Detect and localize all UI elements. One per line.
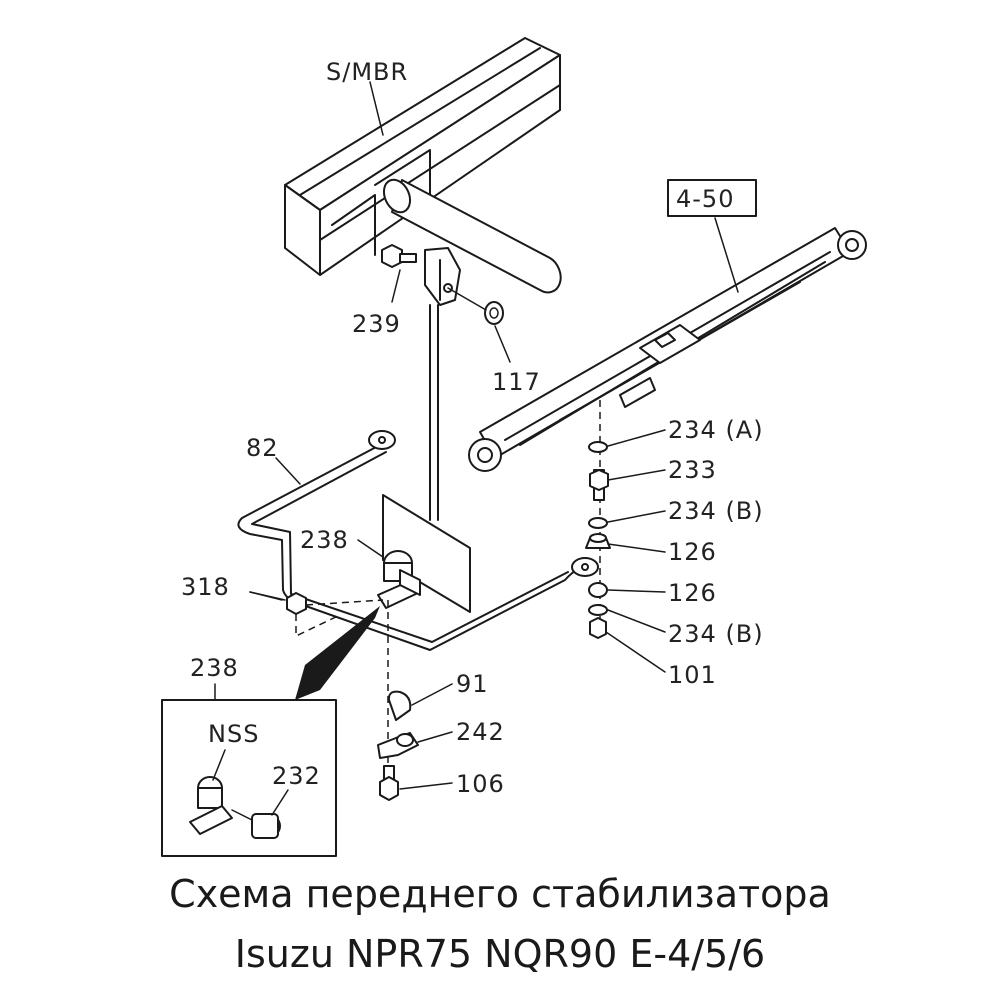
frame-bracket: [424, 247, 461, 306]
bolt-233: [589, 469, 609, 501]
caption-model: Isuzu NPR75 NQR90 E-4/5/6: [234, 932, 766, 976]
label-238-inset: 238: [190, 654, 239, 682]
label-82: 82: [246, 434, 279, 462]
label-4-50: 4-50: [676, 185, 734, 213]
label-nss: NSS: [208, 720, 259, 748]
bushing-126-lower: [588, 582, 608, 598]
label-91: 91: [456, 670, 489, 698]
ref-box-4-50: [667, 179, 757, 217]
caption-title: Схема переднего стабилизатора: [169, 872, 831, 916]
bolt-106: [379, 765, 399, 801]
label-s-mbr: S/MBR: [326, 58, 408, 86]
nut-101: [589, 617, 607, 639]
clamp-242: [377, 732, 419, 759]
washer-234b-lower: [588, 604, 608, 616]
clip-91: [387, 690, 412, 721]
label-318: 318: [181, 573, 230, 601]
nut-318: [286, 592, 307, 615]
stabilizer-link-rod: [429, 304, 439, 521]
bolt-239: [381, 244, 417, 268]
bushing-126-upper: [585, 533, 611, 549]
inset-bushing-232: [251, 813, 281, 839]
label-232: 232: [272, 762, 321, 790]
mounting-plate: [382, 494, 471, 613]
label-239: 239: [352, 310, 401, 338]
nut-117: [484, 301, 504, 325]
detail-inset-box: [161, 699, 337, 857]
cross-tube: [382, 178, 562, 294]
washer-234b-upper: [588, 517, 608, 529]
label-234b-lower: 234 (B): [668, 620, 764, 648]
label-234b-upper: 234 (B): [668, 497, 764, 525]
leaf-spring: [468, 227, 867, 472]
label-126-upper: 126: [668, 538, 717, 566]
washer-234a: [588, 441, 608, 453]
label-233: 233: [668, 456, 717, 484]
label-234a: 234 (A): [668, 416, 764, 444]
label-126-lower: 126: [668, 579, 717, 607]
label-117: 117: [492, 368, 541, 396]
label-101: 101: [668, 661, 717, 689]
label-106: 106: [456, 770, 505, 798]
label-242: 242: [456, 718, 505, 746]
detail-arrow: [295, 606, 380, 700]
label-238: 238: [300, 526, 349, 554]
stabilizer-parts-diagram: S/MBR 4-50 239 117 82 238 318 238 NSS 23…: [161, 37, 867, 857]
leader-lines: [212, 81, 739, 816]
inset-bushing-nss: [189, 776, 233, 835]
frame-side-member: [284, 37, 561, 276]
